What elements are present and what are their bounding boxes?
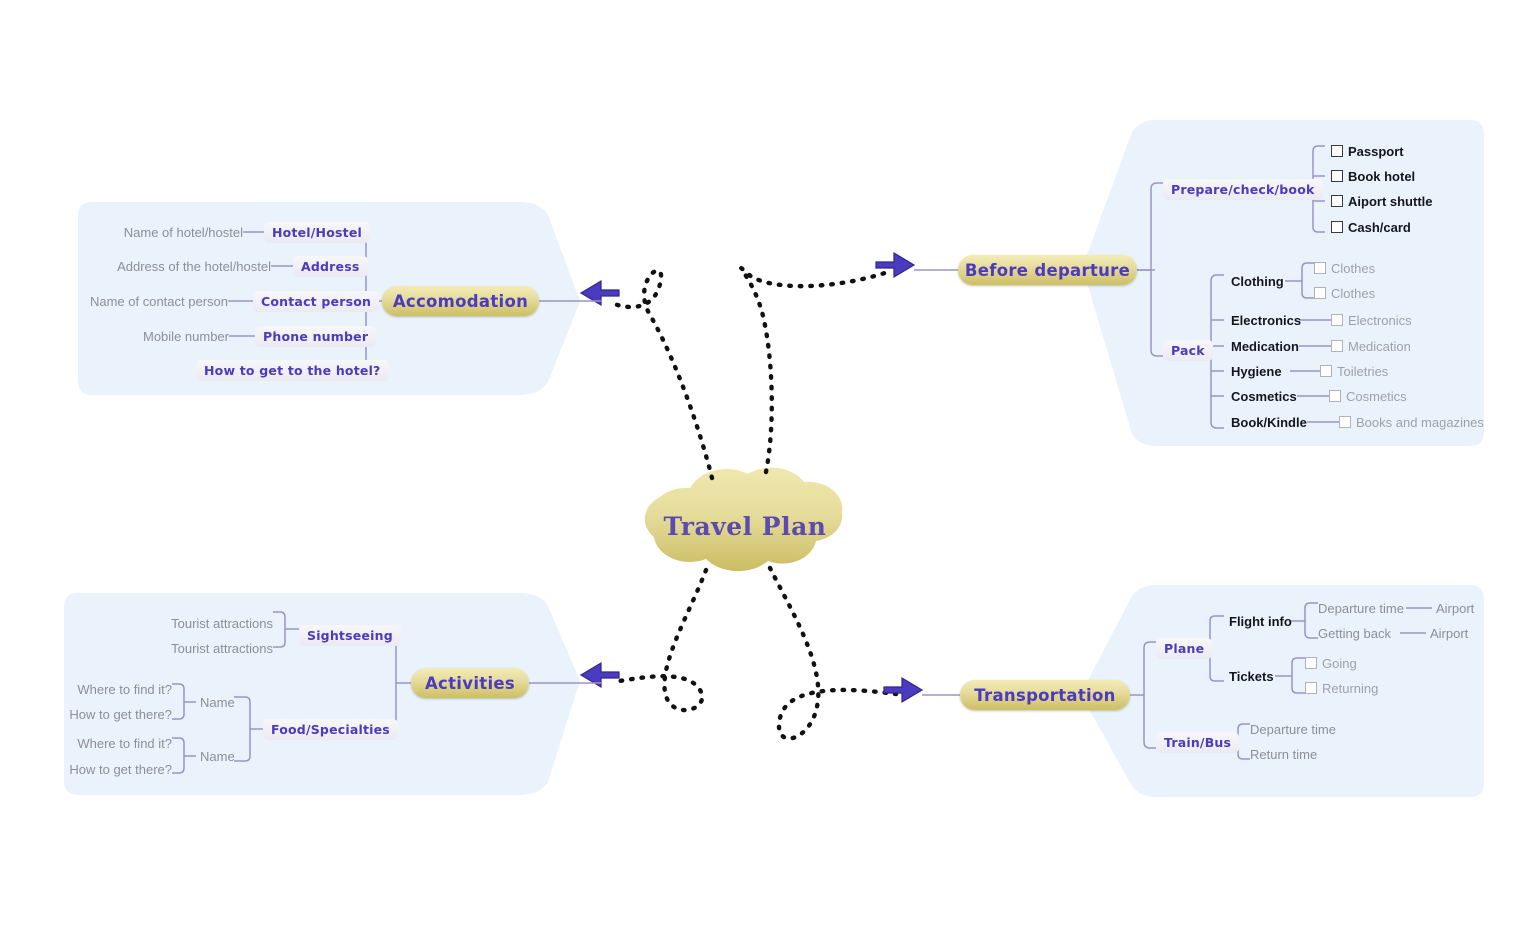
food-entry-1-how[interactable]: How to get there? [69,706,172,722]
dashed-connectors [609,266,899,741]
pack-item-clothes-1[interactable]: Clothes [1314,259,1375,277]
detail-mobile-number: Mobile number [143,328,229,344]
main-topic-label: Activities [424,673,516,693]
sightseeing-item-2[interactable]: Tourist attractions [171,640,273,656]
subtopic-sightseeing[interactable]: Sightseeing [299,625,401,646]
food-entry-2-where[interactable]: Where to find it? [77,735,172,751]
arrow-left-accomodation[interactable] [579,279,620,307]
pack-category-book-kindle[interactable]: Book/Kindle [1231,414,1307,430]
main-topic-label: Before departure [964,260,1131,280]
train-return-time[interactable]: Return time [1250,746,1318,762]
main-topic-transportation[interactable]: Transportation [960,680,1130,710]
flight-departure-airport[interactable]: Airport [1436,600,1475,616]
dashed-activities [611,567,709,713]
dashed-before-departure [738,266,891,475]
subtopic-address[interactable]: Address [293,256,368,277]
checklist-item-cash-card[interactable]: Cash/card [1331,218,1411,236]
checkbox-icon[interactable] [1331,221,1343,233]
subtopic-contact-person[interactable]: Contact person [253,291,380,312]
checkbox-icon[interactable] [1331,314,1343,326]
checkbox-icon[interactable] [1305,657,1317,669]
flight-getting-back[interactable]: Getting back [1318,625,1391,641]
subtopic-food-specialties[interactable]: Food/Specialties [263,719,398,740]
checkbox-icon[interactable] [1331,145,1343,157]
checkbox-icon[interactable] [1331,195,1343,207]
subtopic-hotel-hostel[interactable]: Hotel/Hostel [264,222,370,243]
pack-category-hygiene[interactable]: Hygiene [1231,363,1282,379]
subtopic-how-to-get-to-hotel[interactable]: How to get to the hotel? [196,360,389,381]
main-topic-before-departure[interactable]: Before departure [958,255,1137,285]
main-topic-accomodation[interactable]: Accomodation [382,286,539,316]
subtopic-prepare-check-book[interactable]: Prepare/check/book [1163,179,1323,200]
checkbox-icon[interactable] [1331,340,1343,352]
pack-item-books-magazines[interactable]: Books and magazines [1339,413,1484,431]
checkbox-icon[interactable] [1339,416,1351,428]
main-topic-label: Transportation [974,685,1116,705]
checklist-item-aiport-shuttle[interactable]: Aiport shuttle [1331,192,1433,210]
subtopic-phone-number[interactable]: Phone number [255,326,377,347]
center-topic-label: Travel Plan [663,512,827,541]
food-entry-1-where[interactable]: Where to find it? [77,681,172,697]
pack-item-electronics[interactable]: Electronics [1331,311,1412,329]
plane-category-flight-info[interactable]: Flight info [1229,613,1292,629]
main-topic-activities[interactable]: Activities [411,668,529,698]
pack-item-toiletries[interactable]: Toiletries [1320,362,1388,380]
detail-name-of-hotel: Name of hotel/hostel [123,224,243,240]
checkbox-icon[interactable] [1320,365,1332,377]
branch-arrows [579,251,924,704]
ticket-item-returning[interactable]: Returning [1305,679,1378,697]
pack-category-medication[interactable]: Medication [1231,338,1299,354]
checklist-item-book-hotel[interactable]: Book hotel [1331,167,1415,185]
checklist-item-passport[interactable]: Passport [1331,142,1404,160]
checkbox-icon[interactable] [1331,170,1343,182]
pack-category-electronics[interactable]: Electronics [1231,312,1302,328]
checkbox-icon[interactable] [1305,682,1317,694]
checkbox-icon[interactable] [1314,287,1326,299]
dashed-transportation [767,565,899,741]
subtopic-train-bus[interactable]: Train/Bus [1156,732,1240,753]
pack-item-cosmetics[interactable]: Cosmetics [1329,387,1407,405]
sightseeing-item-1[interactable]: Tourist attractions [171,615,273,631]
plane-category-tickets[interactable]: Tickets [1229,668,1274,684]
detail-address-of-hotel: Address of the hotel/hostel [117,258,271,274]
food-entry-2-name[interactable]: Name [200,748,235,764]
arrow-left-activities[interactable] [579,661,620,689]
pack-item-clothes-2[interactable]: Clothes [1314,284,1375,302]
subtopic-plane[interactable]: Plane [1156,638,1213,659]
arrow-right-before-departure[interactable] [875,251,916,279]
flight-departure-time[interactable]: Departure time [1318,600,1404,616]
subtopic-pack[interactable]: Pack [1163,340,1213,361]
main-topic-label: Accomodation [392,291,529,311]
ticket-item-going[interactable]: Going [1305,654,1357,672]
dashed-accomodation [609,268,715,481]
pack-category-cosmetics[interactable]: Cosmetics [1231,388,1297,404]
detail-name-of-contact-person: Name of contact person [89,293,228,309]
train-departure-time[interactable]: Departure time [1250,721,1336,737]
pack-item-medication[interactable]: Medication [1331,337,1411,355]
checkbox-icon[interactable] [1314,262,1326,274]
food-entry-2-how[interactable]: How to get there? [69,761,172,777]
arrow-right-transportation[interactable] [883,676,924,704]
pack-category-clothing[interactable]: Clothing [1231,273,1284,289]
checkbox-icon[interactable] [1329,390,1341,402]
flight-return-airport[interactable]: Airport [1430,625,1469,641]
food-entry-1-name[interactable]: Name [200,694,235,710]
